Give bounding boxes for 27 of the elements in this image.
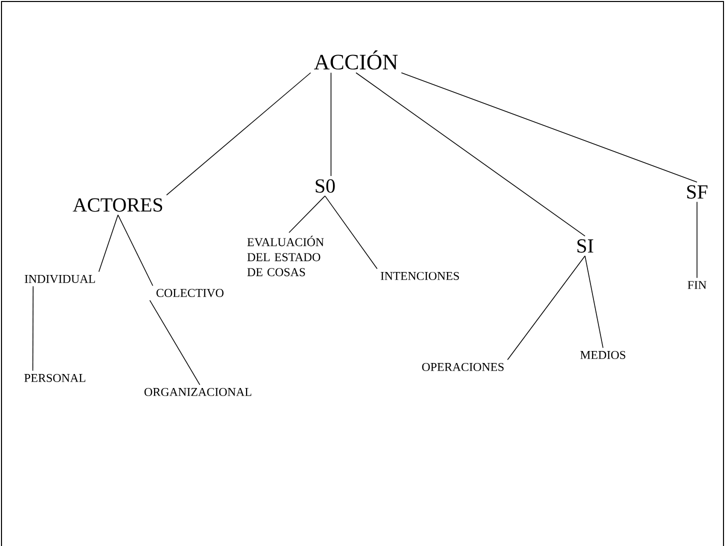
term-text: INTENCIONES [380,272,459,280]
term-text: ORGANIZACIONAL [144,388,252,396]
connector-line [330,72,332,176]
connector-line [98,214,118,272]
term-text: PERSONAL [24,374,86,382]
connector-line [288,196,326,233]
connector-line [32,286,34,372]
term-text: OPERACIONES [422,362,504,372]
heading-text: ACCIÓN [314,50,398,70]
connector-line [118,214,154,286]
connector-line [166,72,312,196]
term-text: EVALUACIÓN DEL ESTADO DE COSAS [247,236,324,276]
term-text: FIN [688,281,706,289]
connector-line [356,72,586,236]
connector-line [400,72,698,182]
connector-line [324,196,378,270]
connector-line [149,300,200,386]
connector-line [507,256,586,360]
term-text: MEDIOS [580,350,626,360]
category-text: SF [687,185,708,199]
term-text: INDIVIDUAL [24,274,95,284]
connector-line [696,202,698,278]
term-text: COLECTIVO [156,288,224,298]
category-text: S0 [316,179,335,193]
category-text: SI [577,239,594,253]
category-text: ACTORES [72,198,162,212]
connector-line [584,256,604,348]
